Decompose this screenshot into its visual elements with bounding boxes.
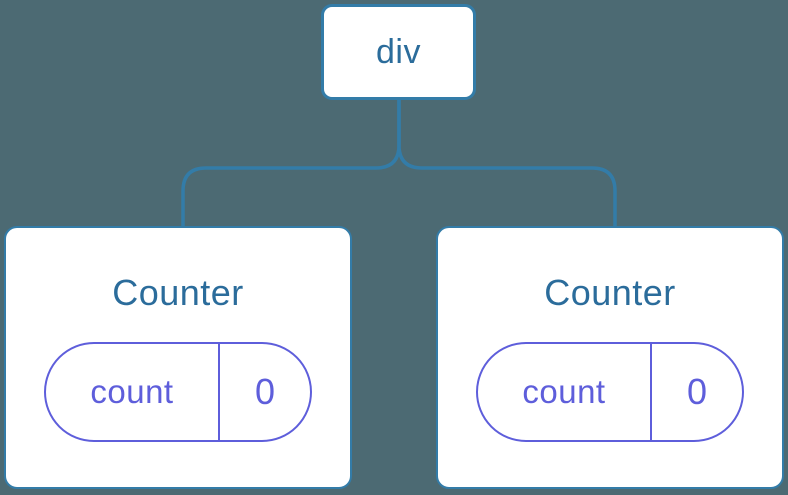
connector-right-branch xyxy=(397,100,617,226)
state-key-cell: count xyxy=(478,344,652,440)
connector-left-branch xyxy=(181,100,401,226)
state-value: 0 xyxy=(254,371,276,412)
state-key: count xyxy=(522,373,606,410)
state-value: 0 xyxy=(686,371,708,412)
state-value-cell: 0 xyxy=(652,344,742,440)
component-card-left: Counter count 0 xyxy=(4,226,352,489)
component-title: Counter xyxy=(112,272,244,313)
component-title: Counter xyxy=(544,272,676,313)
state-key-cell: count xyxy=(46,344,220,440)
state-pill: count 0 xyxy=(476,342,744,442)
state-value-cell: 0 xyxy=(220,344,310,440)
component-card-right: Counter count 0 xyxy=(436,226,784,489)
state-pill: count 0 xyxy=(44,342,312,442)
state-key: count xyxy=(90,373,174,410)
root-node: div xyxy=(321,4,476,100)
root-node-label: div xyxy=(376,32,421,71)
